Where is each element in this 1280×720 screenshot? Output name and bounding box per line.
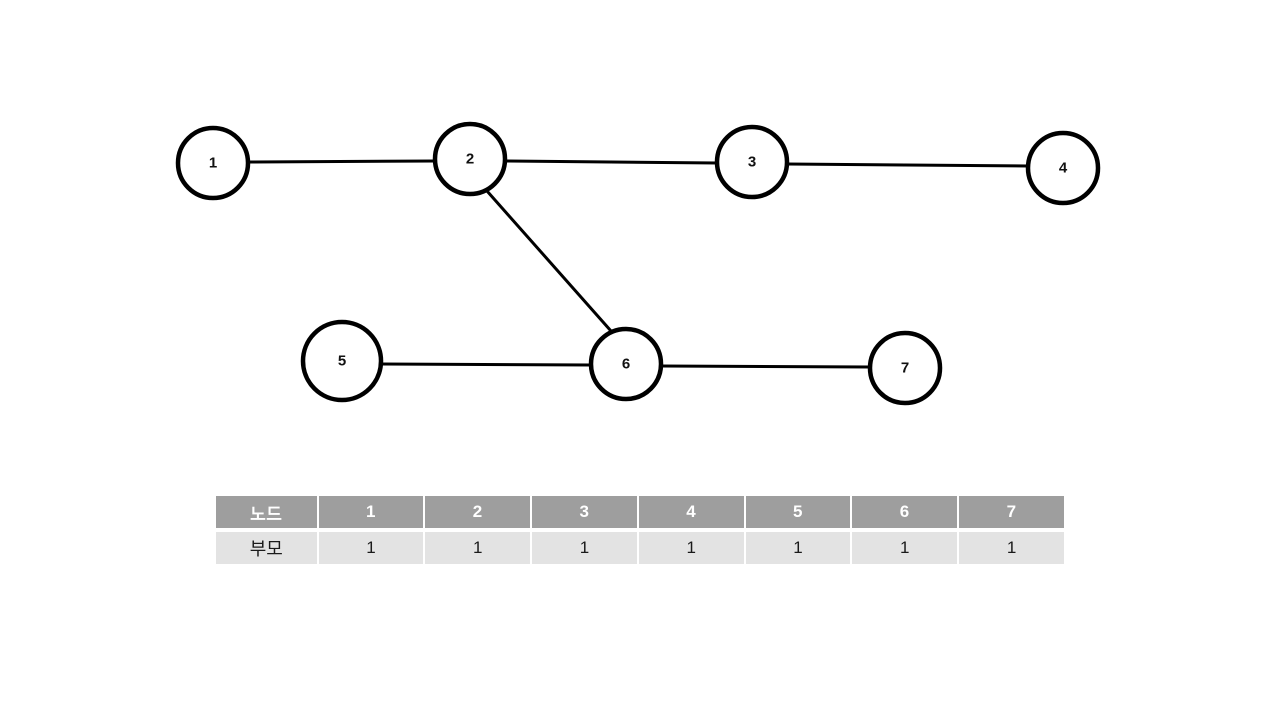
graph-node-2[interactable]: 2: [432, 121, 508, 197]
table-cell-parent-of-6: 1: [852, 532, 958, 564]
graph-node-5[interactable]: 5: [300, 319, 384, 403]
table-col-header-5: 5: [745, 496, 851, 528]
graph-node-label-1: 1: [209, 155, 217, 172]
table-cell-parent-of-2: 1: [425, 532, 531, 564]
graph-nodes-group: 1 2 3 4 5 6 7: [175, 121, 1101, 406]
graph-figure: 1 2 3 4 5 6 7: [175, 121, 1101, 406]
table-col-header-7: 7: [959, 496, 1064, 528]
graph-node-circle-3: [714, 124, 790, 200]
graph-node-label-3: 3: [748, 154, 756, 171]
graph-edge-3-4: [786, 162, 1029, 168]
table-cell-parent-of-5: 1: [745, 532, 851, 564]
table-row-parent-label: 부모: [216, 532, 317, 564]
table-col-header-3: 3: [532, 496, 637, 528]
graph-edges-group: [247, 159, 1029, 369]
graph-node-7[interactable]: 7: [867, 330, 943, 406]
graph-node-circle-6: [588, 326, 664, 402]
graph-node-1[interactable]: 1: [175, 125, 251, 201]
graph-node-circle-5: [300, 319, 384, 403]
graph-edge-2-6: [485, 190, 613, 332]
graph-node-label-7: 7: [901, 360, 909, 377]
table-col-header-2: 2: [425, 496, 531, 528]
table-col-header-6: 6: [852, 496, 958, 528]
table-cell-parent-of-3: 1: [532, 532, 637, 564]
graph-edge-2-3: [504, 159, 718, 165]
graph-node-label-6: 6: [622, 356, 630, 373]
graph-node-6[interactable]: 6: [588, 326, 664, 402]
graph-edge-6-7: [660, 364, 871, 369]
graph-node-label-2: 2: [466, 151, 474, 168]
table-cell-parent-of-4: 1: [638, 532, 744, 564]
table-header-node-label: 노드: [216, 496, 317, 528]
graph-node-circle-7: [867, 330, 943, 406]
table-col-header-4: 4: [638, 496, 744, 528]
graph-node-3[interactable]: 3: [714, 124, 790, 200]
table-cell-parent-of-7: 1: [959, 532, 1064, 564]
table-cell-parent-of-1: 1: [318, 532, 424, 564]
graph-node-circle-1: [175, 125, 251, 201]
graph-node-circle-4: [1025, 130, 1101, 206]
graph-node-circle-2: [432, 121, 508, 197]
graph-node-4[interactable]: 4: [1025, 130, 1101, 206]
table-col-header-1: 1: [318, 496, 424, 528]
graph-edge-5-6: [380, 362, 592, 367]
graph-node-label-4: 4: [1059, 160, 1068, 177]
graph-node-label-5: 5: [338, 353, 346, 370]
graph-edge-1-2: [247, 159, 436, 164]
